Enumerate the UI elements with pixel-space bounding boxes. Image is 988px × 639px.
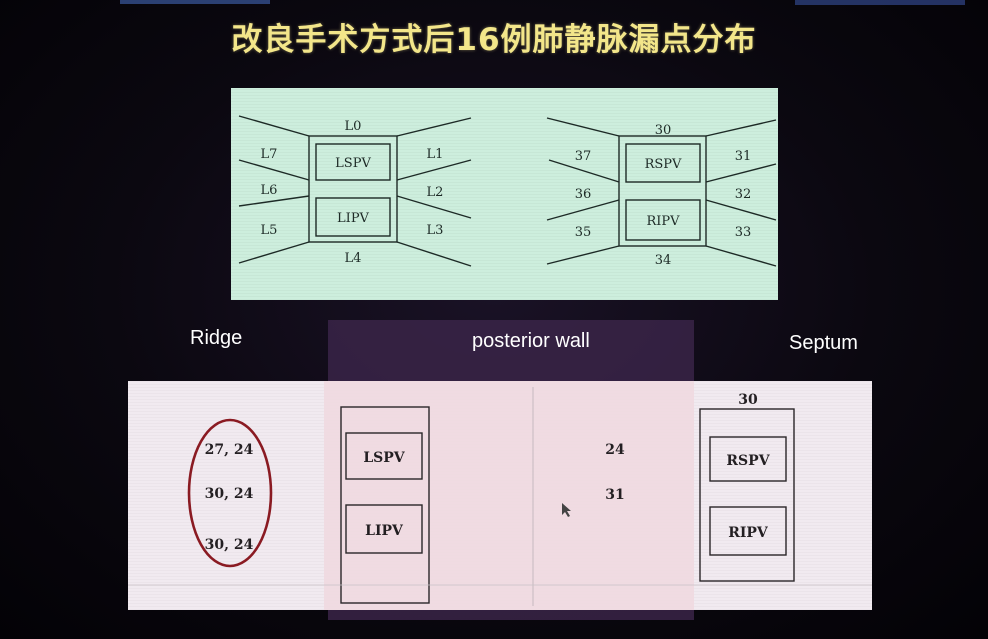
label-l0: L0	[345, 119, 362, 134]
bottom-rspv-box	[709, 436, 787, 482]
label-lipv: LIPV	[337, 211, 370, 226]
top-left-bar	[120, 0, 270, 4]
left-pv-frame	[340, 406, 430, 604]
label-l1: L1	[427, 147, 444, 162]
right-atrium-box	[618, 135, 707, 247]
lipv-box	[315, 197, 391, 237]
label-36: 36	[575, 187, 592, 202]
label-34: 34	[655, 253, 672, 268]
posterior-value-1: 24	[605, 442, 625, 458]
lspv-box	[315, 143, 391, 181]
label-33: 33	[735, 225, 752, 240]
column-label-ridge: Ridge	[190, 327, 243, 349]
top-diagram: L0 L4 L7 L6 L5 L1 L2 L3 LSPV LIPV 30 34 …	[231, 88, 778, 300]
label-l6: L6	[261, 183, 278, 198]
mouse-pointer-icon	[562, 503, 571, 517]
label-l5: L5	[261, 223, 278, 238]
ripv-box	[625, 199, 701, 241]
label-37: 37	[575, 149, 592, 164]
bottom-label-rspv: RSPV	[726, 453, 770, 469]
label-30: 30	[655, 123, 672, 138]
label-lspv: LSPV	[335, 156, 371, 171]
right-pv-frame	[699, 408, 795, 582]
ridge-value-3: 30, 24	[205, 537, 254, 553]
label-ripv: RIPV	[646, 214, 680, 229]
bottom-label-lspv: LSPV	[363, 450, 405, 466]
label-35: 35	[575, 225, 592, 240]
left-atrium-box	[308, 135, 398, 243]
posterior-value-2: 31	[605, 487, 624, 503]
top-right-bar	[795, 0, 965, 5]
label-l3: L3	[427, 223, 444, 238]
label-l7: L7	[261, 147, 278, 162]
label-rspv: RSPV	[645, 157, 682, 172]
rspv-box	[625, 143, 701, 183]
bottom-lipv-box	[345, 504, 423, 554]
label-32: 32	[735, 187, 752, 202]
bottom-diagram: 27, 24 30, 24 30, 24 LSPV LIPV 24 31 30 …	[128, 381, 872, 610]
septum-value: 30	[738, 392, 758, 408]
column-label-septum: Septum	[789, 332, 858, 354]
column-label-posterior-wall: posterior wall	[472, 330, 590, 352]
bottom-label-lipv: LIPV	[365, 523, 404, 539]
bottom-label-ripv: RIPV	[728, 525, 769, 541]
ridge-value-1: 27, 24	[205, 442, 254, 458]
label-l4: L4	[345, 251, 362, 266]
label-31: 31	[735, 149, 752, 164]
slide-title: 改良手术方式后16例肺静脉漏点分布	[231, 22, 757, 58]
bottom-lspv-box	[345, 432, 423, 480]
ridge-highlight-circle	[187, 418, 273, 568]
posterior-wall-area	[324, 381, 694, 610]
label-l2: L2	[427, 185, 444, 200]
ridge-value-2: 30, 24	[205, 486, 254, 502]
bottom-ripv-box	[709, 506, 787, 556]
